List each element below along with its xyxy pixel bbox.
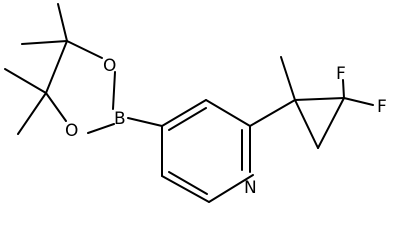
boron-label: B	[114, 109, 126, 129]
oxygen-upper-label: O	[103, 56, 116, 76]
bond	[161, 99, 207, 127]
bond	[66, 40, 103, 59]
bond	[21, 40, 68, 45]
fluorine-right-label: F	[377, 97, 387, 117]
bond	[294, 99, 319, 149]
bond	[45, 92, 67, 122]
oxygen-lower-label: O	[65, 121, 78, 141]
difluorocyclopropyl	[249, 56, 374, 149]
pyridine-ring	[161, 99, 254, 203]
bond	[343, 97, 374, 106]
bond	[17, 92, 47, 135]
bond	[4, 68, 47, 94]
bond	[249, 99, 296, 127]
nitrogen-label: N	[244, 178, 257, 198]
bond	[87, 123, 115, 134]
structure-diagram: N B O O F F	[4, 3, 387, 203]
bond	[161, 175, 210, 203]
bond	[208, 174, 254, 203]
bond	[57, 3, 68, 42]
bond	[205, 99, 251, 127]
bond	[168, 107, 207, 131]
bond	[317, 97, 345, 149]
bond	[280, 56, 296, 101]
fluorine-top-label: F	[336, 64, 346, 84]
pinacol-boronate	[4, 3, 163, 135]
bond	[127, 117, 163, 127]
bond	[294, 97, 345, 101]
bond	[168, 171, 208, 195]
bond	[112, 71, 116, 110]
bond	[342, 79, 345, 99]
bond	[45, 40, 68, 94]
